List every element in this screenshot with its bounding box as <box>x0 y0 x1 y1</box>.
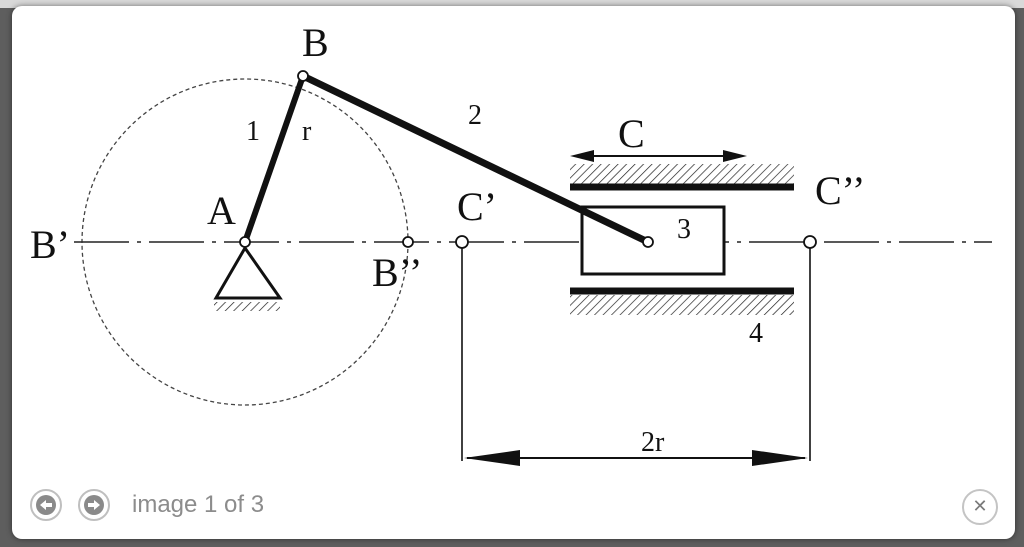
dimension-left-head <box>464 450 520 466</box>
crank-slider-diagram: B B’ A B’’ C’ C C’’ 1 r 2 3 4 2r <box>30 20 992 466</box>
label-link-1: 1 <box>246 116 260 147</box>
dimension-right-head <box>752 450 808 466</box>
label-guide-4: 4 <box>749 318 763 349</box>
next-image-button[interactable] <box>78 489 110 521</box>
stroke-arrow-top-left-head <box>570 150 594 162</box>
mechanism-figure: B B’ A B’’ C’ C C’’ 1 r 2 3 4 2r <box>12 6 1015 476</box>
upper-guide-hatch <box>570 164 794 184</box>
connecting-rod <box>301 72 650 246</box>
label-C: C <box>618 111 645 156</box>
image-counter: image 1 of 3 <box>132 491 265 518</box>
lightbox-dialog: B B’ A B’’ C’ C C’’ 1 r 2 3 4 2r <box>12 6 1015 539</box>
previous-image-button[interactable] <box>30 489 62 521</box>
close-button[interactable]: ✕ <box>962 489 998 525</box>
label-B-double-prime: B’’ <box>372 250 422 295</box>
lower-guide-hatch <box>570 295 794 315</box>
label-radius-r: r <box>302 116 312 147</box>
arrow-left-icon <box>36 495 56 515</box>
joint-A <box>239 236 251 248</box>
crank-link <box>242 75 306 243</box>
label-B-prime: B’ <box>30 222 70 267</box>
ground-support <box>213 245 283 300</box>
close-icon: ✕ <box>972 496 988 517</box>
backdrop-strip <box>0 0 1024 8</box>
label-stroke-2r: 2r <box>641 427 665 458</box>
label-slider-3: 3 <box>677 214 691 245</box>
arrow-right-icon <box>84 495 104 515</box>
label-B: B <box>302 20 329 65</box>
joint-B-double-prime <box>402 236 414 248</box>
joint-C <box>642 236 654 248</box>
stroke-arrow-top-right-head <box>723 150 747 162</box>
ground-hatch <box>214 302 280 311</box>
label-A: A <box>207 188 236 233</box>
label-C-prime: C’ <box>457 184 497 229</box>
label-C-double-prime: C’’ <box>815 168 865 213</box>
label-link-2: 2 <box>468 100 482 131</box>
joint-C-prime <box>455 235 469 249</box>
lightbox-footer: image 1 of 3 ✕ <box>12 476 1015 539</box>
joint-B <box>297 70 309 82</box>
joint-C-double-prime <box>803 235 817 249</box>
